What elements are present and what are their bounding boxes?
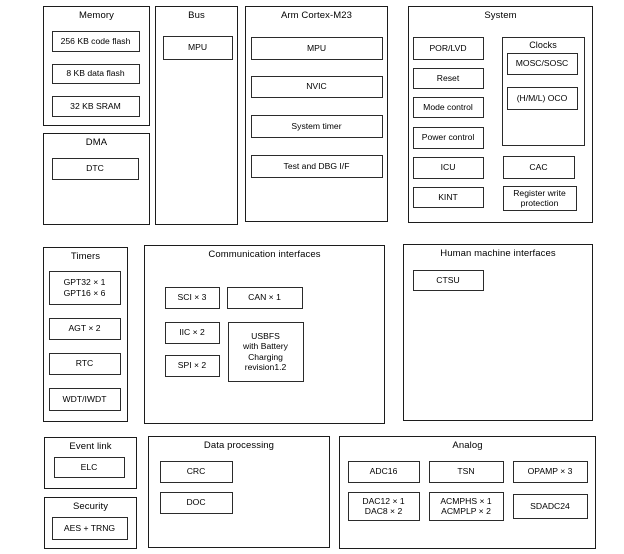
block-agt: AGT × 2 [48,317,121,340]
block-kint: KINT [412,186,484,208]
section-security-title: Security [72,501,109,512]
section-security: Security AES + TRNG [44,497,137,549]
block-sram: 32 KB SRAM [51,95,140,117]
block-line: Register write [513,187,566,198]
block-line: Charging [248,351,283,362]
block-test-dbg: Test and DBG I/F [250,154,383,178]
block-line: DAC8 × 2 [364,506,403,516]
block-line: ACMPLP × 2 [441,506,491,516]
section-bus: Bus MPU [155,6,238,225]
block-line: protection [520,198,559,208]
block-line: USBFS [251,330,280,341]
block-line: ACMPHS × 1 [440,495,492,506]
section-analog-title: Analog [452,440,483,451]
block-gpt: GPT32 × 1 GPT16 × 6 [48,270,121,305]
section-memory: Memory 256 KB code flash 8 KB data flash… [43,6,150,126]
block-ctsu: CTSU [412,269,484,291]
block-register-write-protection: Register write protection [502,185,577,211]
section-cortex-title: Arm Cortex-M23 [280,10,353,21]
section-timers: Timers GPT32 × 1 GPT16 × 6 AGT × 2 RTC W… [43,247,128,422]
block-line: revision1.2 [244,362,287,372]
block-dtc: DTC [51,157,139,180]
block-iic: IIC × 2 [164,321,220,344]
block-tsn: TSN [428,460,504,483]
section-system: System POR/LVD Reset Mode control Power … [408,6,593,223]
section-dma: DMA DTC [43,133,150,225]
block-por-lvd: POR/LVD [412,36,484,60]
section-event-link-title: Event link [69,441,112,452]
block-wdt-iwdt: WDT/IWDT [48,387,121,411]
block-line: GPT32 × 1 [63,277,106,287]
section-system-title: System [484,10,517,21]
block-line: GPT16 × 6 [63,287,106,298]
section-memory-title: Memory [79,10,114,21]
section-comm: Communication interfaces SCI × 3 CAN × 1… [144,245,385,424]
section-cortex: Arm Cortex-M23 MPU NVIC System timer Tes… [245,6,388,222]
section-data-processing: Data processing CRC DOC [148,436,330,548]
block-mosc-sosc: MOSC/SOSC [506,52,578,75]
block-sci: SCI × 3 [164,286,220,309]
block-can: CAN × 1 [226,286,303,309]
block-spi: SPI × 2 [164,354,220,377]
block-mode-control: Mode control [412,96,484,118]
block-system-timer: System timer [250,114,383,138]
subsection-clocks-title: Clocks [529,39,557,50]
block-icu: ICU [412,156,484,179]
section-event-link: Event link ELC [44,437,137,489]
block-dac: DAC12 × 1 DAC8 × 2 [347,491,420,521]
block-opamp: OPAMP × 3 [512,460,588,483]
section-bus-title: Bus [188,10,205,21]
block-rtc: RTC [48,352,121,375]
block-nvic: NVIC [250,75,383,98]
block-oco: (H/M/L) OCO [506,86,578,110]
block-sdadc24: SDADC24 [512,493,588,519]
block-bus-mpu: MPU [162,35,233,60]
block-elc: ELC [53,456,125,478]
section-comm-title: Communication interfaces [208,249,321,260]
block-line: with Battery [243,341,288,351]
block-adc16: ADC16 [347,460,420,483]
block-reset: Reset [412,67,484,89]
block-doc: DOC [159,491,233,514]
block-acmp: ACMPHS × 1 ACMPLP × 2 [428,491,504,521]
section-dma-title: DMA [85,137,108,148]
block-cac: CAC [502,155,575,179]
subsection-clocks: Clocks MOSC/SOSC (H/M/L) OCO [501,36,585,146]
block-cortex-mpu: MPU [250,36,383,60]
block-power-control: Power control [412,126,484,149]
section-analog: Analog ADC16 TSN OPAMP × 3 DAC12 × 1 DAC… [339,436,596,549]
section-hmi-title: Human machine interfaces [440,248,556,259]
block-code-flash: 256 KB code flash [51,30,140,52]
block-aes-trng: AES + TRNG [51,516,128,540]
section-data-processing-title: Data processing [203,440,275,451]
block-crc: CRC [159,460,233,483]
section-hmi: Human machine interfaces CTSU [403,244,593,421]
block-data-flash: 8 KB data flash [51,63,140,84]
block-usbfs: USBFS with Battery Charging revision1.2 [227,321,304,382]
section-timers-title: Timers [70,251,101,262]
block-line: DAC12 × 1 [362,495,405,506]
